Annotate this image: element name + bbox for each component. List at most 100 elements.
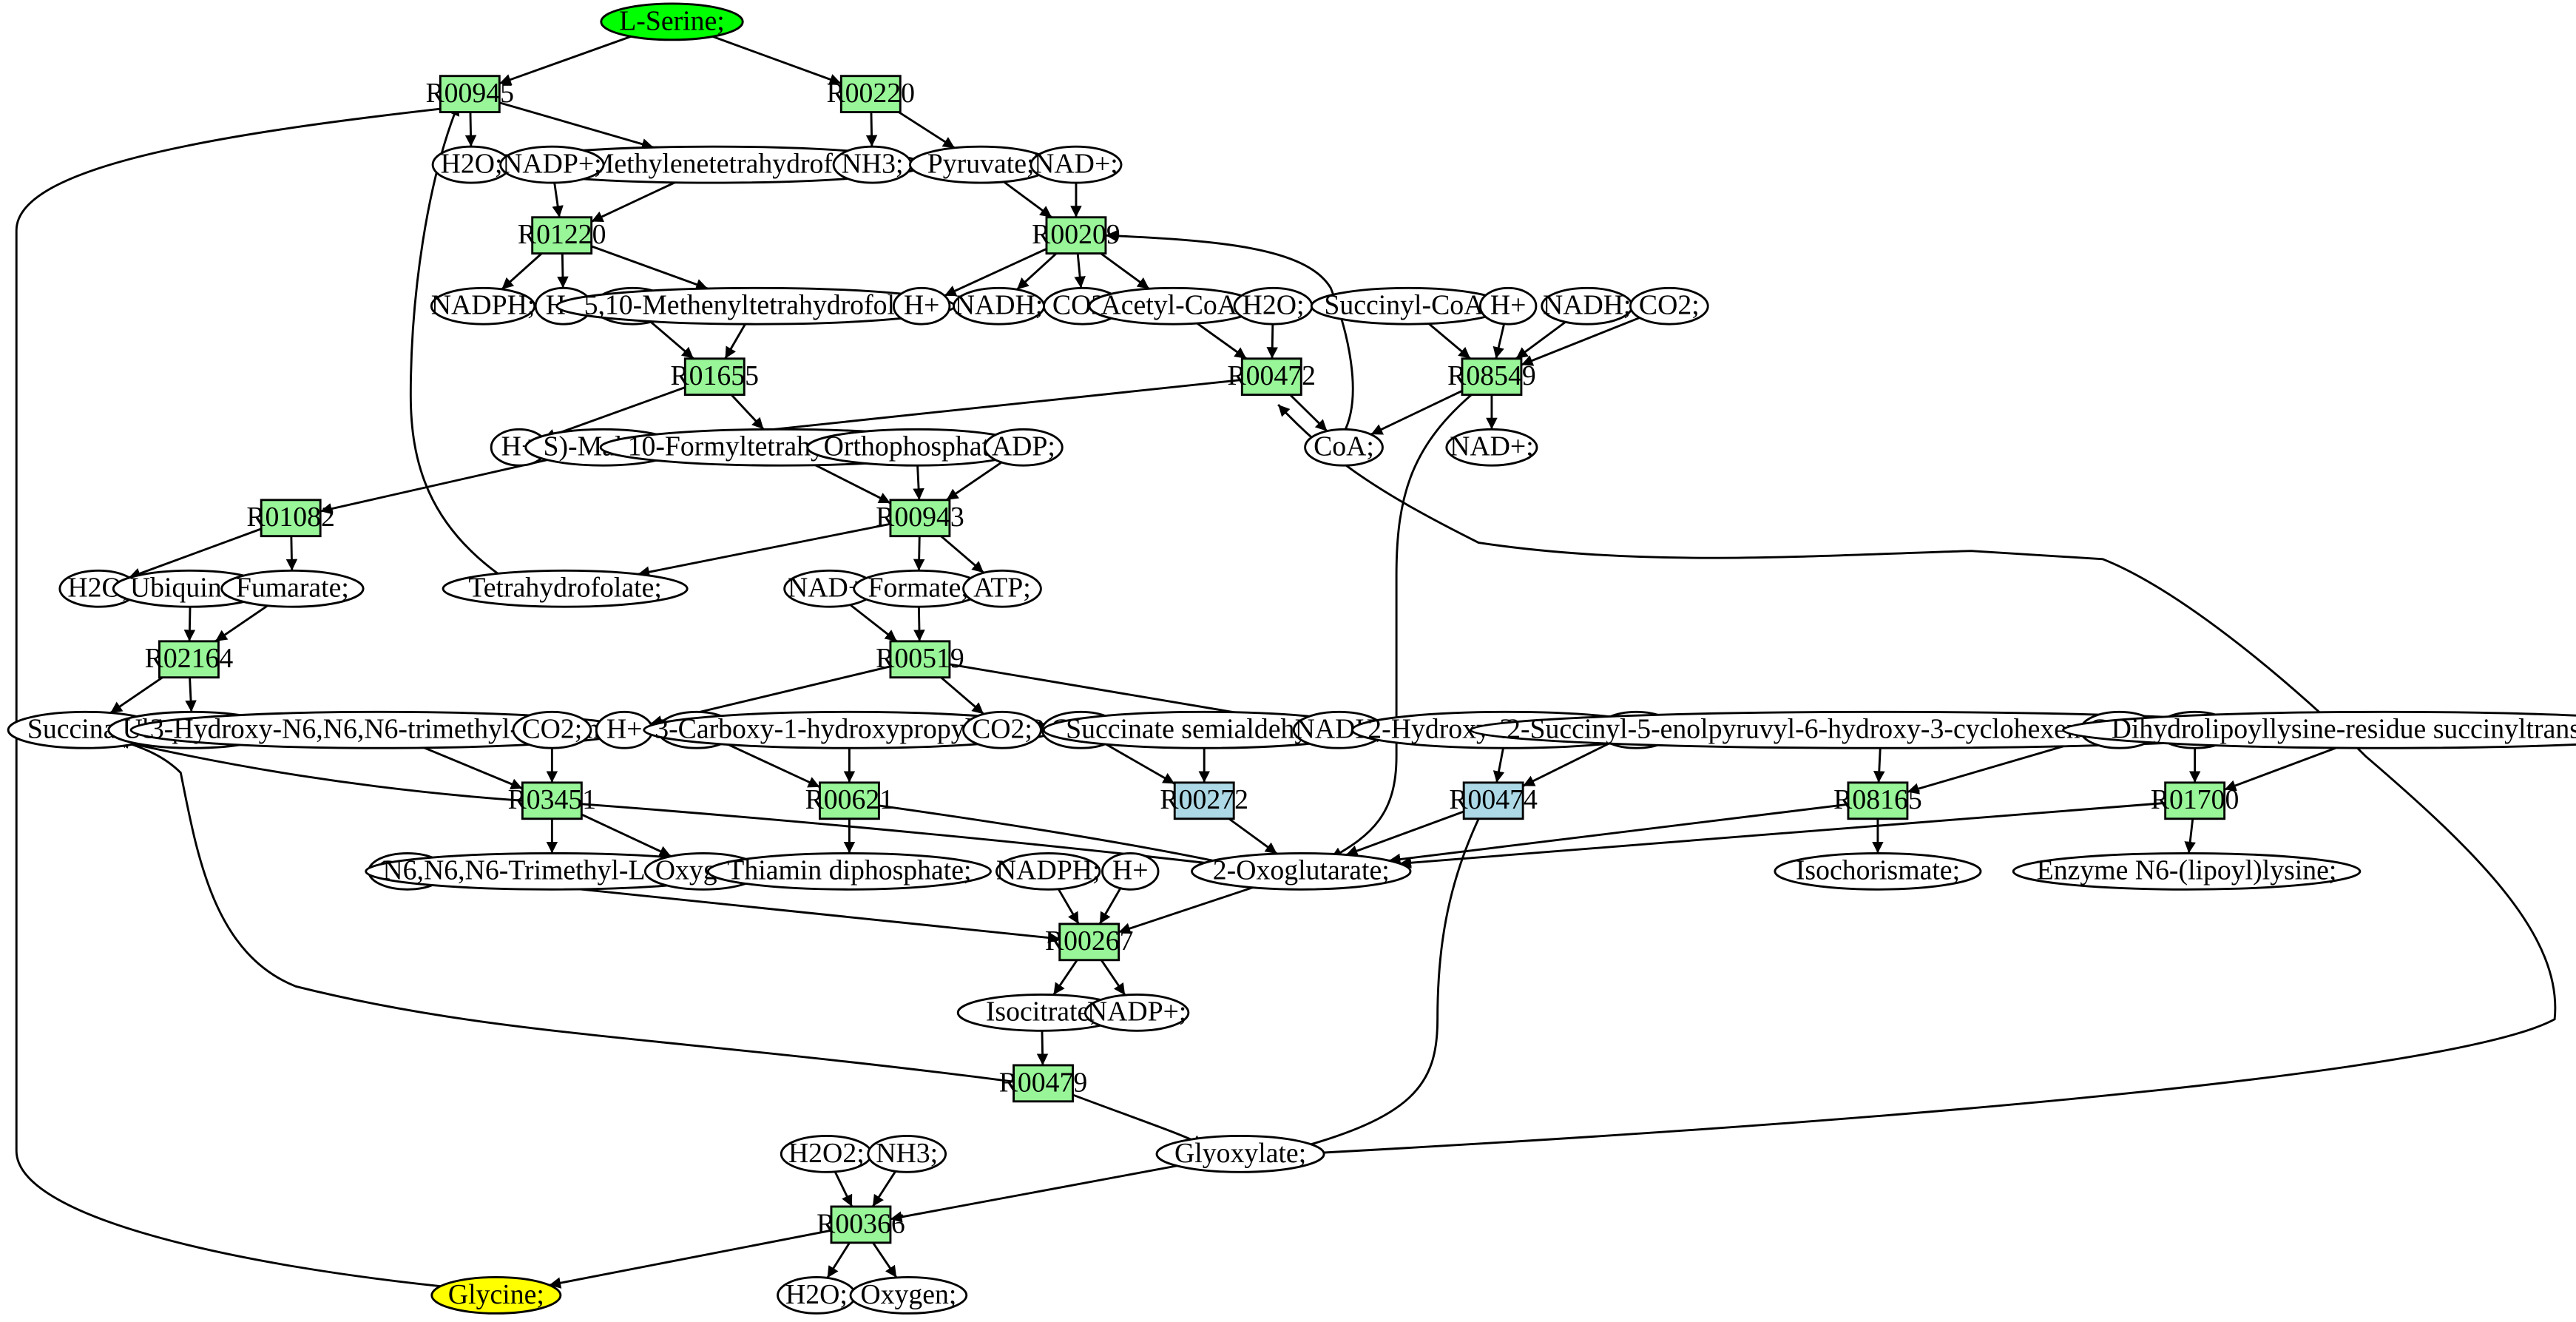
reaction-node[interactable]: R00945 (426, 75, 515, 114)
edge-R00943-to-atp (940, 535, 985, 574)
edge-R00209-to-co2_1 (1074, 253, 1086, 289)
metabolite-node[interactable]: Acetyl-CoA; (1088, 286, 1258, 326)
edge-adp-to-R00943 (945, 461, 1003, 502)
edge-R08165-to-oxoglutarate (1388, 803, 1849, 866)
metabolite-node[interactable]: H2O2; (780, 1135, 873, 1173)
end-node[interactable]: Glycine; (430, 1276, 562, 1315)
metabolite-node[interactable]: H+ (1478, 286, 1538, 326)
reaction-node[interactable]: R01655 (670, 357, 759, 397)
reaction-node[interactable]: R00943 (876, 499, 964, 538)
metabolite-node[interactable]: NADPH; (995, 851, 1101, 891)
edge-R00366-to-h2o_5 (826, 1242, 851, 1279)
metabolite-node[interactable]: NADP+; (1084, 993, 1190, 1032)
edge-methylene-to-R01220 (591, 181, 676, 223)
node-label: Acetyl-CoA; (1101, 290, 1245, 321)
edge-dihydrolipo-to-R01700 (2224, 746, 2336, 792)
reaction-node[interactable]: R00366 (817, 1205, 905, 1244)
metabolite-node[interactable]: Tetrahydrofolate; (442, 569, 689, 608)
metabolite-node[interactable]: H+ (595, 710, 654, 749)
metabolite-node[interactable]: Orthophosphate; (806, 428, 1027, 467)
reaction-node[interactable]: R00267 (1045, 923, 1134, 962)
metabolite-node[interactable]: NADP+; (499, 145, 605, 184)
metabolite-node[interactable]: NADH; (953, 286, 1046, 326)
metabolite-node[interactable]: H+ (1101, 851, 1160, 891)
metabolite-node[interactable]: H+ (892, 286, 951, 326)
edge-R00621-to-oxoglutarate (879, 804, 1241, 870)
metabolite-node[interactable]: CO2; (962, 710, 1042, 749)
metabolite-ellipse (1478, 286, 1538, 326)
metabolite-node[interactable]: Thiamin diphosphate; (706, 851, 992, 891)
reaction-node[interactable]: R00621 (805, 781, 894, 820)
metabolite-node[interactable]: Succinyl-CoA; (1310, 286, 1506, 326)
metabolite-node[interactable]: Succinate semialdehyde; (1042, 710, 1366, 749)
metabolite-ellipse (1774, 851, 1982, 891)
metabolite-node[interactable]: H2O; (431, 145, 512, 184)
reaction-node[interactable]: R02164 (145, 640, 234, 679)
node-label: H+ (904, 290, 940, 321)
metabolite-node[interactable]: 3-Carboxy-1-hydroxypropyl-ThPP (643, 710, 1056, 749)
edge-nh3_2-to-R00366 (871, 1170, 897, 1207)
metabolite-node[interactable]: Oxygen; (849, 1276, 968, 1315)
metabolite-node[interactable]: CO2; (1629, 286, 1709, 326)
node-label: H2O; (441, 149, 503, 180)
reaction-node[interactable]: R00209 (1032, 216, 1120, 255)
edge-R00209-to-nadh_1 (1016, 252, 1058, 291)
metabolite-node[interactable]: Isochorismate; (1774, 851, 1982, 891)
metabolite-ellipse (2012, 851, 2362, 891)
metabolite-node[interactable]: NH3; (832, 145, 913, 184)
edge-oxoglutarate-to-R00267 (1118, 886, 1253, 934)
start-node[interactable]: L-Serine; (600, 2, 744, 41)
reaction-node[interactable]: R01082 (246, 499, 335, 538)
reaction-node[interactable]: R00272 (1160, 781, 1248, 820)
edge-R01220-to-methenyl (591, 245, 709, 290)
metabolite-node[interactable]: NADH; (1292, 710, 1385, 749)
metabolite-node[interactable]: Dihydrolipoyllysine-residue succinyltran… (2062, 710, 2576, 749)
metabolite-node[interactable]: 5,10-Methenyltetrahydrofolate (555, 286, 956, 326)
reaction-box (1058, 923, 1120, 962)
reaction-node[interactable]: R00474 (1449, 781, 1538, 820)
reaction-node[interactable]: R01700 (2151, 781, 2239, 820)
edge-R02164-to-ubiquinone (185, 677, 197, 712)
reaction-node[interactable]: R03451 (508, 781, 597, 820)
node-label: 2-Oxoglutarate; (1213, 855, 1390, 886)
metabolite-node[interactable]: Glyoxylate; (1155, 1135, 1325, 1173)
metabolite-node[interactable]: Enzyme N6-(lipoyl)lysine; (2012, 851, 2362, 891)
node-label: CO2; (972, 714, 1032, 745)
metabolite-node[interactable]: ADP; (984, 428, 1064, 467)
reaction-node[interactable]: R00220 (827, 75, 916, 114)
metabolite-node[interactable]: H+ (490, 428, 549, 467)
metabolite-node[interactable]: NAD+; (1445, 428, 1538, 467)
edge-co2_2-to-R08549 (1521, 317, 1640, 366)
metabolite-node[interactable]: NADPH; (430, 286, 536, 326)
edge-R02164-to-succinate (109, 676, 163, 714)
metabolite-ellipse (706, 851, 992, 891)
edge-glyoxylate-to-R00472 (1277, 403, 2557, 1156)
edge-layer (15, 36, 2557, 1294)
reaction-node[interactable]: R00519 (876, 640, 964, 679)
metabolite-node[interactable]: CO2; (512, 710, 592, 749)
metabolite-node[interactable]: CoA; (1304, 428, 1384, 467)
edge-R00945-to-h2o_1 (464, 112, 477, 147)
metabolite-node[interactable]: H2O; (1233, 286, 1314, 326)
metabolite-node[interactable]: Fumarate; (220, 569, 365, 608)
metabolite-node[interactable]: NADH; (1541, 286, 1634, 326)
reaction-node[interactable]: R01220 (518, 216, 606, 255)
node-label: H2O; (785, 1279, 848, 1310)
metabolite-node[interactable]: ATP; (962, 569, 1042, 608)
edge-methenyl-to-R01655 (724, 323, 746, 360)
reaction-node[interactable]: R08165 (1833, 781, 1922, 820)
edge-R03451-to-oxoglutarate (581, 803, 1236, 871)
node-label: ADP; (992, 431, 1055, 462)
node-label: Tetrahydrofolate; (468, 573, 661, 604)
metabolite-node[interactable]: 2-Oxoglutarate; (1191, 851, 1412, 891)
metabolite-node[interactable]: NAD+; (1030, 145, 1123, 184)
reaction-node[interactable]: R00479 (999, 1064, 1088, 1103)
node-label: NAD+; (1034, 149, 1118, 180)
metabolite-node[interactable]: Pyruvate; (908, 145, 1053, 184)
reaction-box (1045, 216, 1107, 255)
metabolite-node[interactable]: NH3; (867, 1135, 947, 1173)
metabolite-node[interactable]: H2O; (777, 1276, 856, 1315)
reaction-node[interactable]: R08549 (1447, 357, 1536, 397)
reaction-node[interactable]: R00472 (1228, 357, 1316, 397)
edge-co2_7-to-R00474 (1522, 742, 1611, 787)
